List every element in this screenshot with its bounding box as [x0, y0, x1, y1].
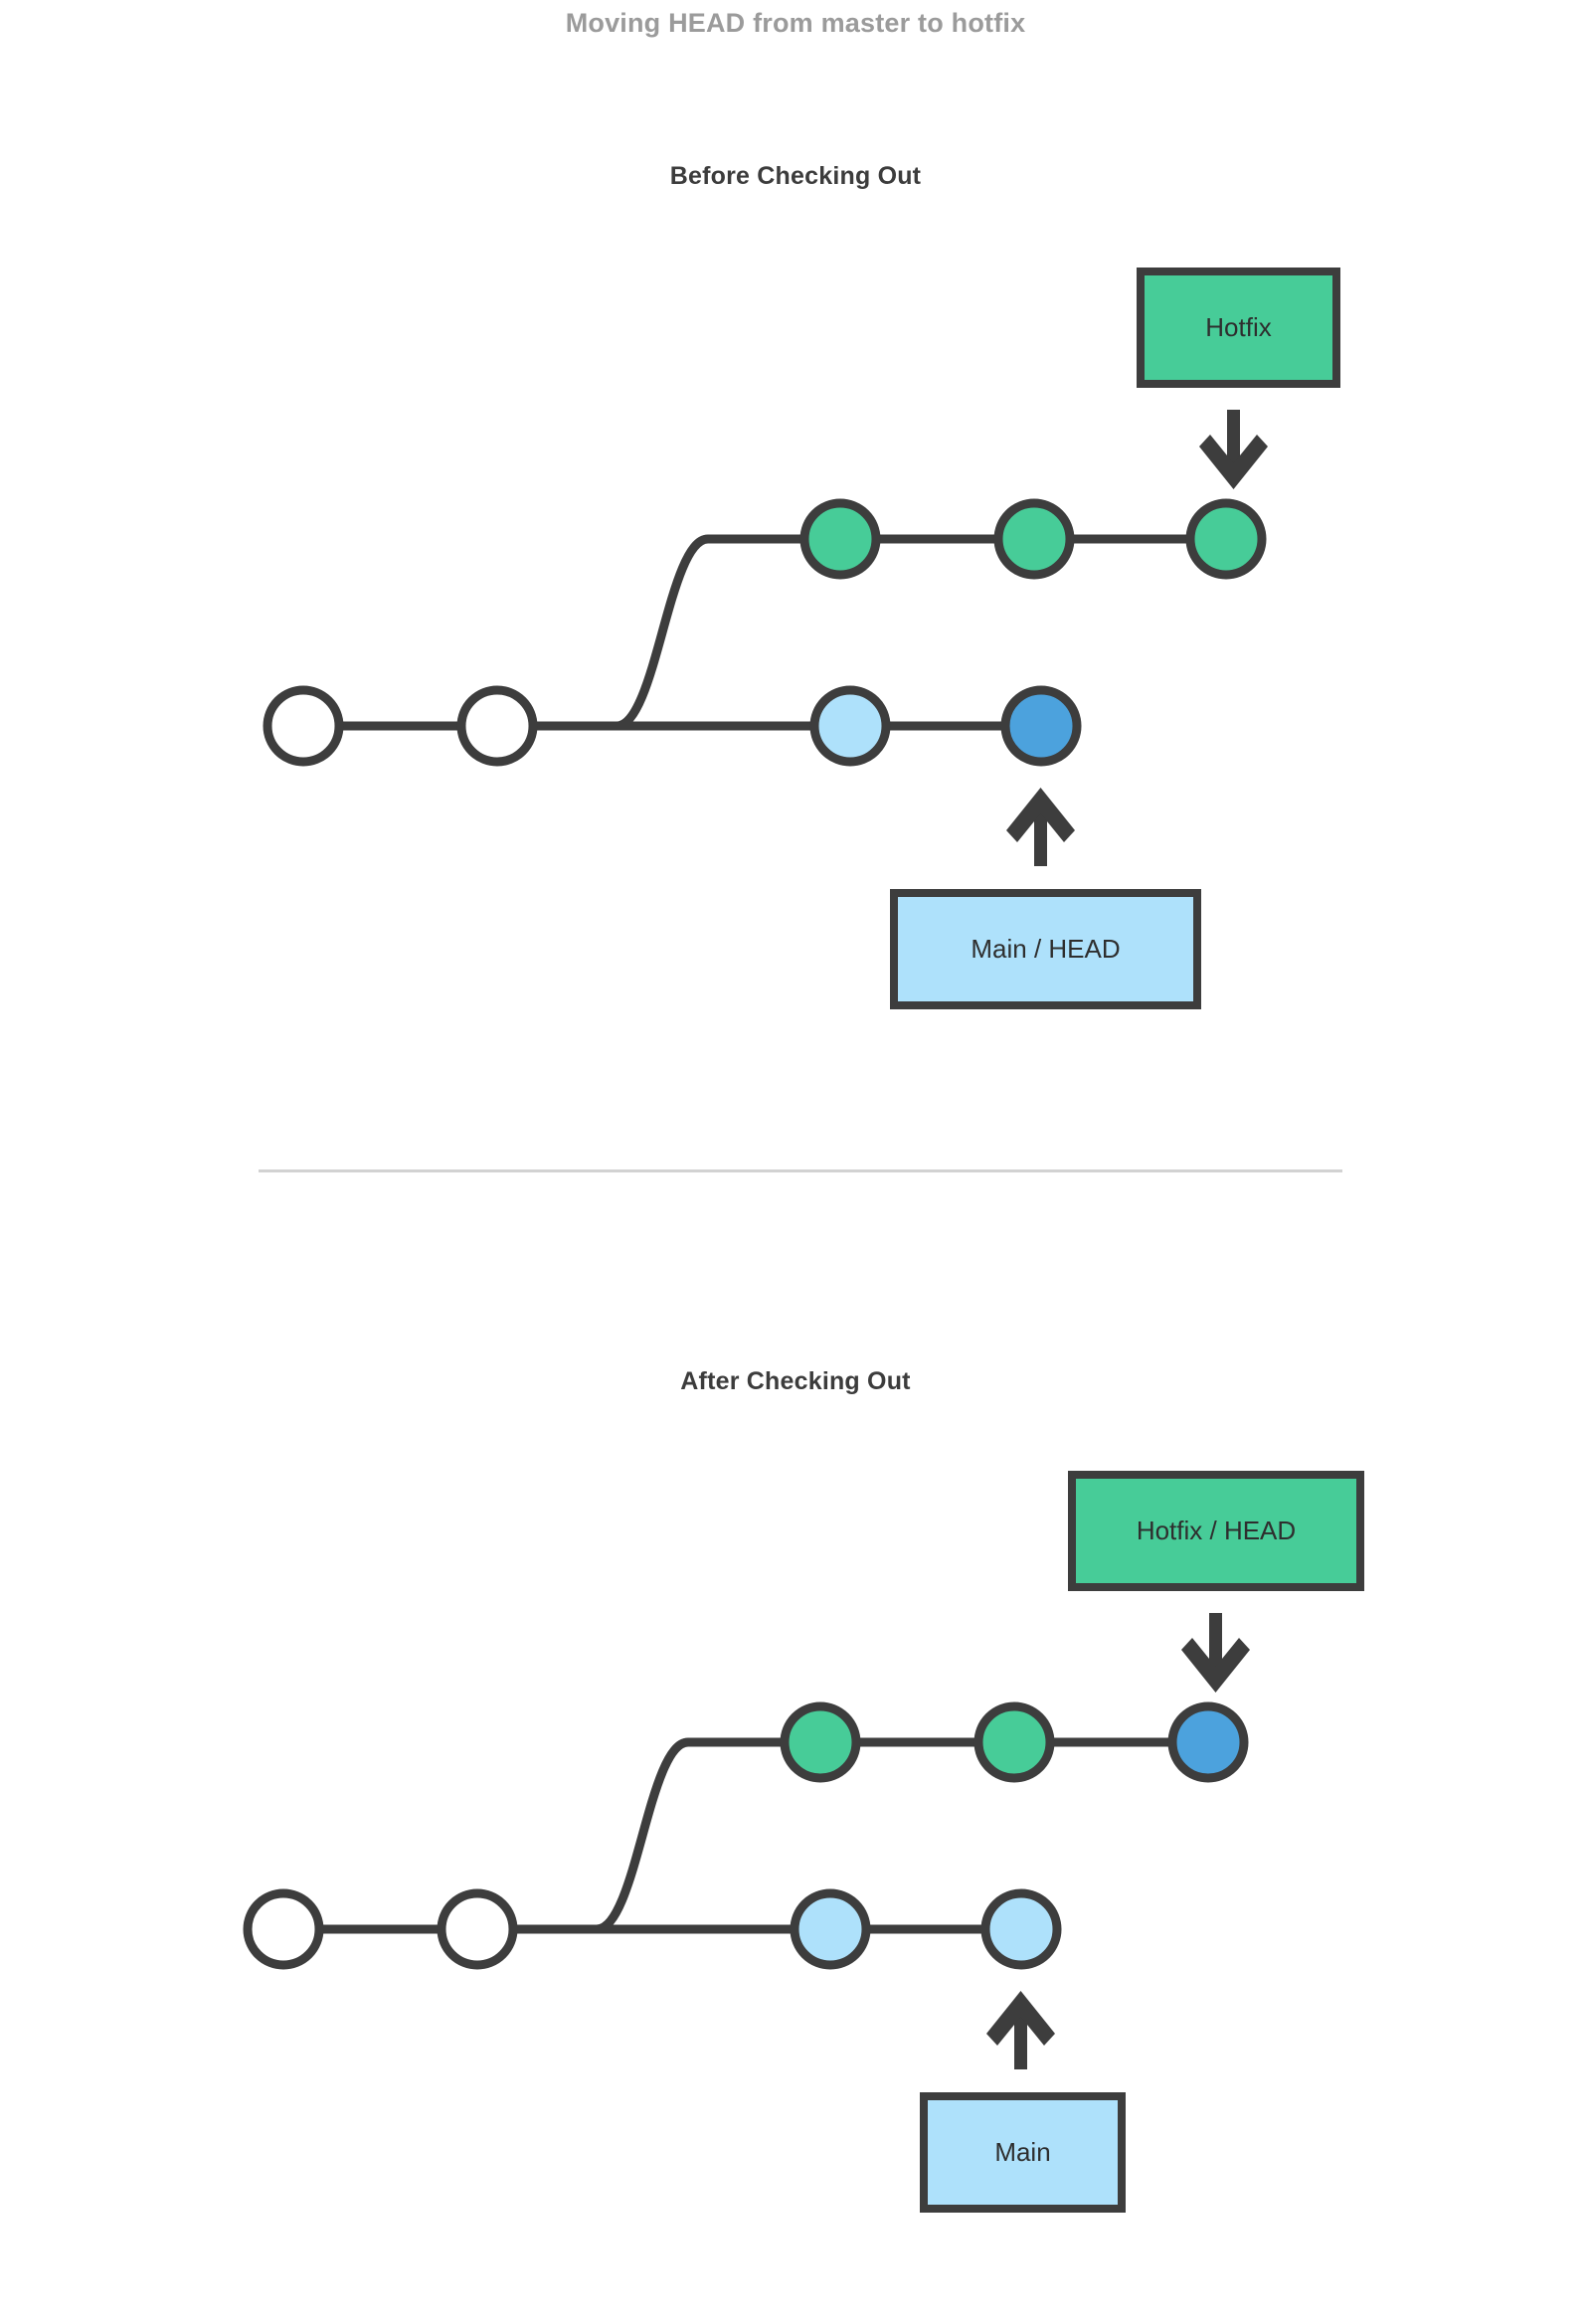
hotfix-label-box-group[interactable]: Hotfix	[1137, 268, 1340, 388]
hotfix-commit-node-3-head[interactable]	[1167, 1701, 1249, 1783]
hotfix-commit-node-3[interactable]	[1185, 498, 1267, 580]
main-head-label-text: Main / HEAD	[971, 934, 1120, 964]
branch-curve-edge	[595, 1737, 788, 1934]
main-label-box-group[interactable]: Main	[920, 2092, 1126, 2213]
main-commit-node-1[interactable]	[263, 685, 344, 767]
diagram-after-checking-out: Hotfix / HEAD Main	[0, 1432, 1591, 2218]
arrow-up-icon	[1006, 788, 1075, 866]
main-commit-node-2[interactable]	[456, 685, 538, 767]
main-commit-node-1[interactable]	[243, 1888, 324, 1970]
main-commit-node-4[interactable]	[980, 1888, 1062, 1970]
hotfix-label-text: Hotfix	[1205, 312, 1271, 342]
main-commit-node-4-head[interactable]	[1000, 685, 1082, 767]
branch-curve-edge	[615, 534, 807, 731]
hotfix-commit-node-2[interactable]	[993, 498, 1075, 580]
main-head-label-box-group[interactable]: Main / HEAD	[890, 889, 1201, 1009]
arrow-up-icon	[986, 1991, 1055, 2069]
hotfix-head-label-text: Hotfix / HEAD	[1137, 1516, 1296, 1545]
hotfix-label-box[interactable]	[1137, 268, 1340, 388]
arrow-down-icon	[1199, 410, 1268, 489]
section-heading-after: After Checking Out	[680, 1367, 911, 1395]
main-label-box[interactable]	[920, 2092, 1126, 2213]
hotfix-commit-node-2[interactable]	[973, 1701, 1055, 1783]
section-divider	[259, 1169, 1342, 1172]
hotfix-head-label-box-group[interactable]: Hotfix / HEAD	[1068, 1471, 1364, 1591]
main-commit-node-3[interactable]	[809, 685, 891, 767]
main-label-text: Main	[994, 2137, 1050, 2167]
page-title: Moving HEAD from master to hotfix	[565, 8, 1026, 38]
diagram-before-checking-out: Hotfix Main / HEAD	[0, 229, 1591, 1014]
main-head-label-box[interactable]	[890, 889, 1201, 1009]
section-heading-before: Before Checking Out	[669, 162, 922, 190]
hotfix-head-label-box[interactable]	[1068, 1471, 1364, 1591]
main-commit-node-3[interactable]	[790, 1888, 871, 1970]
hotfix-commit-node-1[interactable]	[799, 498, 881, 580]
main-commit-node-2[interactable]	[437, 1888, 518, 1970]
arrow-down-icon	[1181, 1613, 1250, 1693]
hotfix-commit-node-1[interactable]	[780, 1701, 861, 1783]
